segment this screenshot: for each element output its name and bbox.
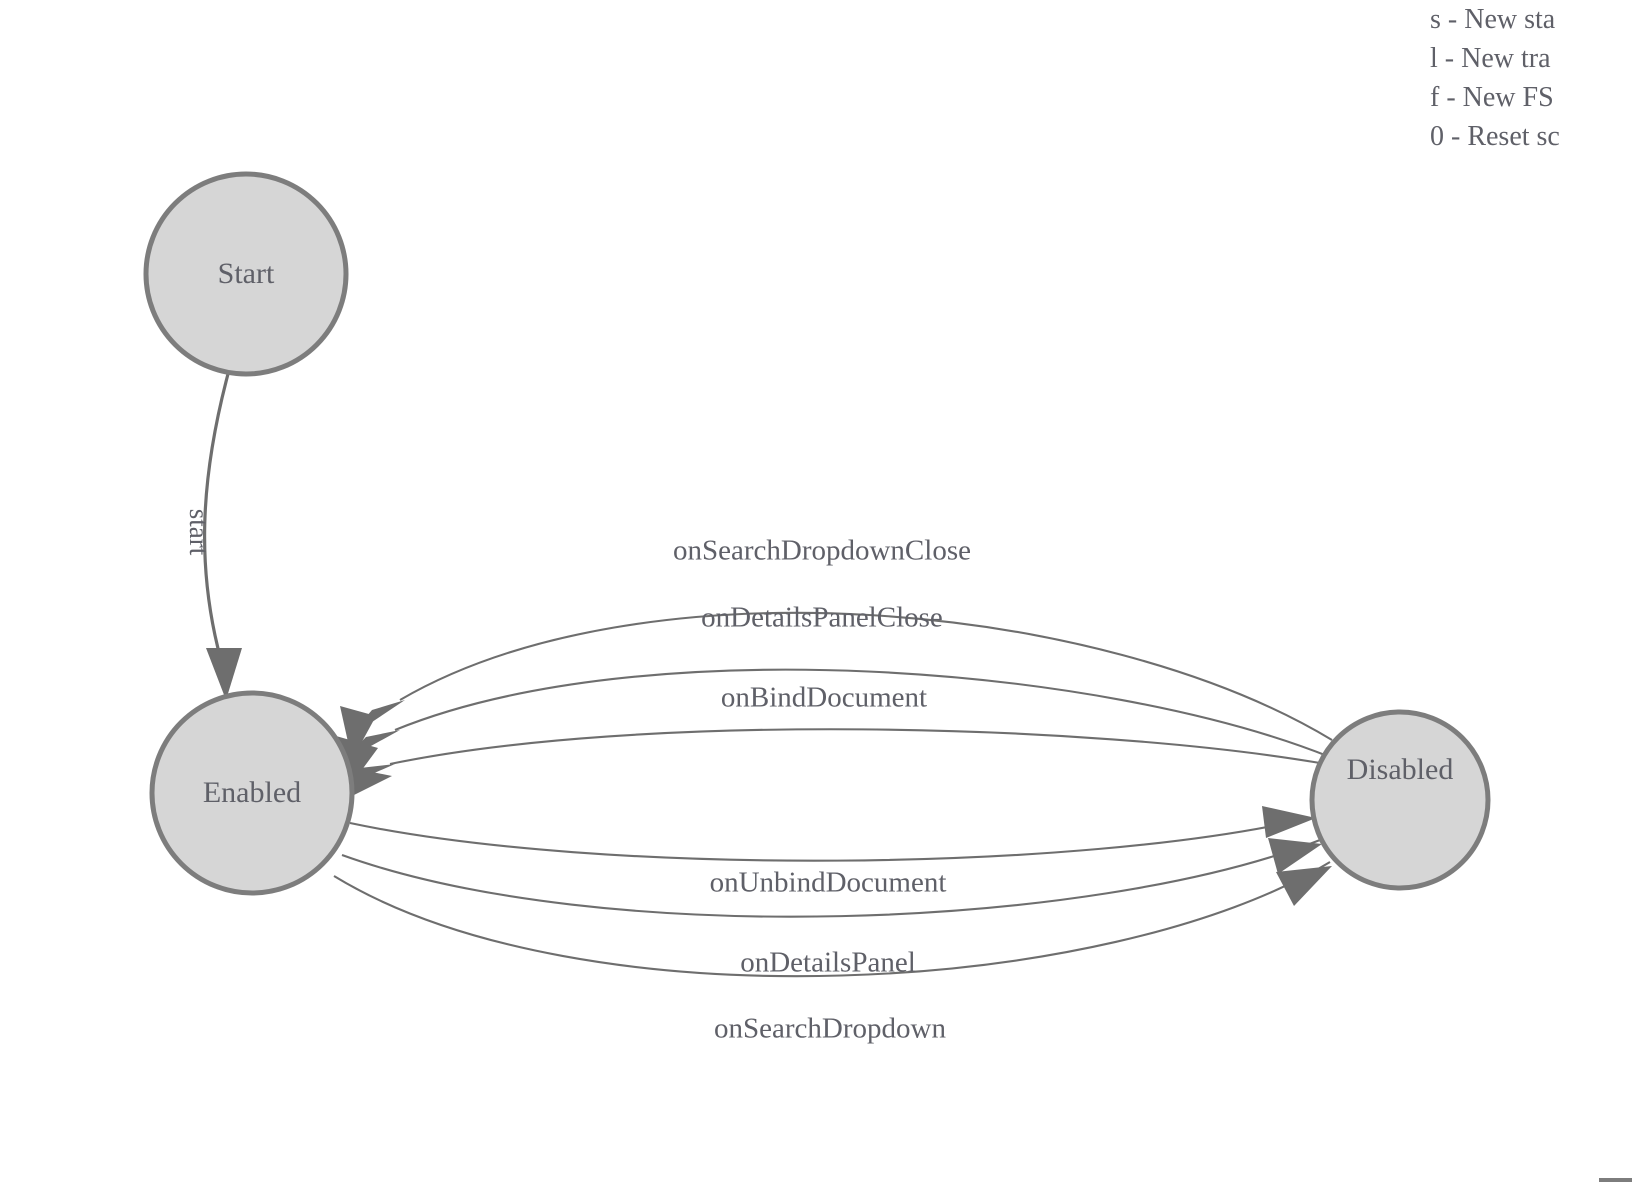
transition-onDetailsPanel-arrowhead [1268,838,1322,874]
state-node-enabled[interactable]: Enabled [149,690,355,896]
help-line-new-fsm: f - New FS [1430,82,1554,113]
transition-start-arrowhead [206,648,242,700]
transition-onUnbindDocument[interactable] [349,806,1316,862]
transition-onDetailsPanelClose-path[interactable] [394,668,1331,758]
transition-label-onDetailsPanel: onDetailsPanel [740,947,916,979]
transition-label-onUnbindDocument: onUnbindDocument [710,867,947,899]
transition-onDetailsPanel-path[interactable] [341,839,1321,918]
transition-onUnbindDocument-path[interactable] [349,816,1311,862]
transition-onUnbindDocument-arrowhead [1262,806,1316,838]
state-node-start-circle[interactable] [143,171,349,377]
transition-label-onSearchDropdownClose: onSearchDropdownClose [673,535,971,567]
transition-onSearchDropdownClose-path[interactable] [399,611,1333,741]
state-node-disabled[interactable]: Disabled [1309,709,1491,891]
state-node-enabled-label: Enabled [203,776,301,809]
transition-onSearchDropdown[interactable] [333,861,1332,978]
transition-onBindDocument[interactable] [340,728,1321,788]
transition-label-onSearchDropdown: onSearchDropdown [714,1013,946,1045]
state-node-enabled-circle[interactable] [149,690,355,896]
transition-label-onDetailsPanelClose: onDetailsPanelClose [701,602,943,634]
transition-onSearchDropdown-path[interactable] [333,861,1331,978]
state-node-disabled-circle[interactable] [1309,709,1491,891]
transition-start-path[interactable] [202,373,230,665]
help-line-new-transition: l - New tra [1430,43,1551,74]
state-node-start-label: Start [218,257,275,290]
transition-onDetailsPanel[interactable] [341,838,1322,918]
help-line-new-state: s - New sta [1430,4,1556,35]
state-node-disabled-label: Disabled [1347,753,1454,786]
state-node-start[interactable]: Start [143,171,349,377]
transition-label-start: start [184,509,214,556]
transition-onSearchDropdown-arrowhead [1276,866,1332,906]
resize-corner-bracket[interactable] [1599,1151,1632,1182]
help-line-reset-scale: 0 - Reset sc [1430,121,1560,152]
transition-start[interactable] [202,373,242,700]
help-overlay: s - New sta l - New tra f - New FS 0 - R… [1430,0,1632,156]
transition-label-onBindDocument: onBindDocument [721,682,927,714]
transition-onBindDocument-path[interactable] [389,728,1321,766]
